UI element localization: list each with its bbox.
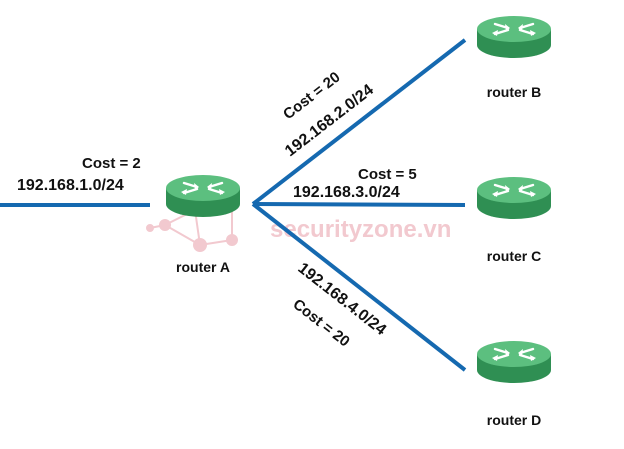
link-to-router-c — [252, 202, 466, 207]
left-link-cost: Cost = 2 — [82, 155, 141, 172]
left-link-network: 192.168.1.0/24 — [17, 177, 124, 194]
router-d[interactable] — [475, 339, 553, 385]
link-to-router-d — [251, 202, 467, 372]
link-to-router-b — [251, 38, 467, 206]
router-icon — [164, 173, 242, 219]
router-b-label: router B — [487, 84, 541, 100]
router-icon — [475, 14, 553, 60]
link-c-cost: Cost = 5 — [358, 166, 417, 183]
router-b[interactable] — [475, 14, 553, 60]
link-c-network: 192.168.3.0/24 — [293, 184, 400, 201]
router-icon — [475, 339, 553, 385]
router-c[interactable] — [475, 175, 553, 221]
router-c-label: router C — [487, 248, 541, 264]
router-d-label: router D — [487, 412, 541, 428]
router-icon — [475, 175, 553, 221]
router-a-label: router A — [176, 259, 230, 275]
router-a[interactable] — [164, 173, 242, 219]
